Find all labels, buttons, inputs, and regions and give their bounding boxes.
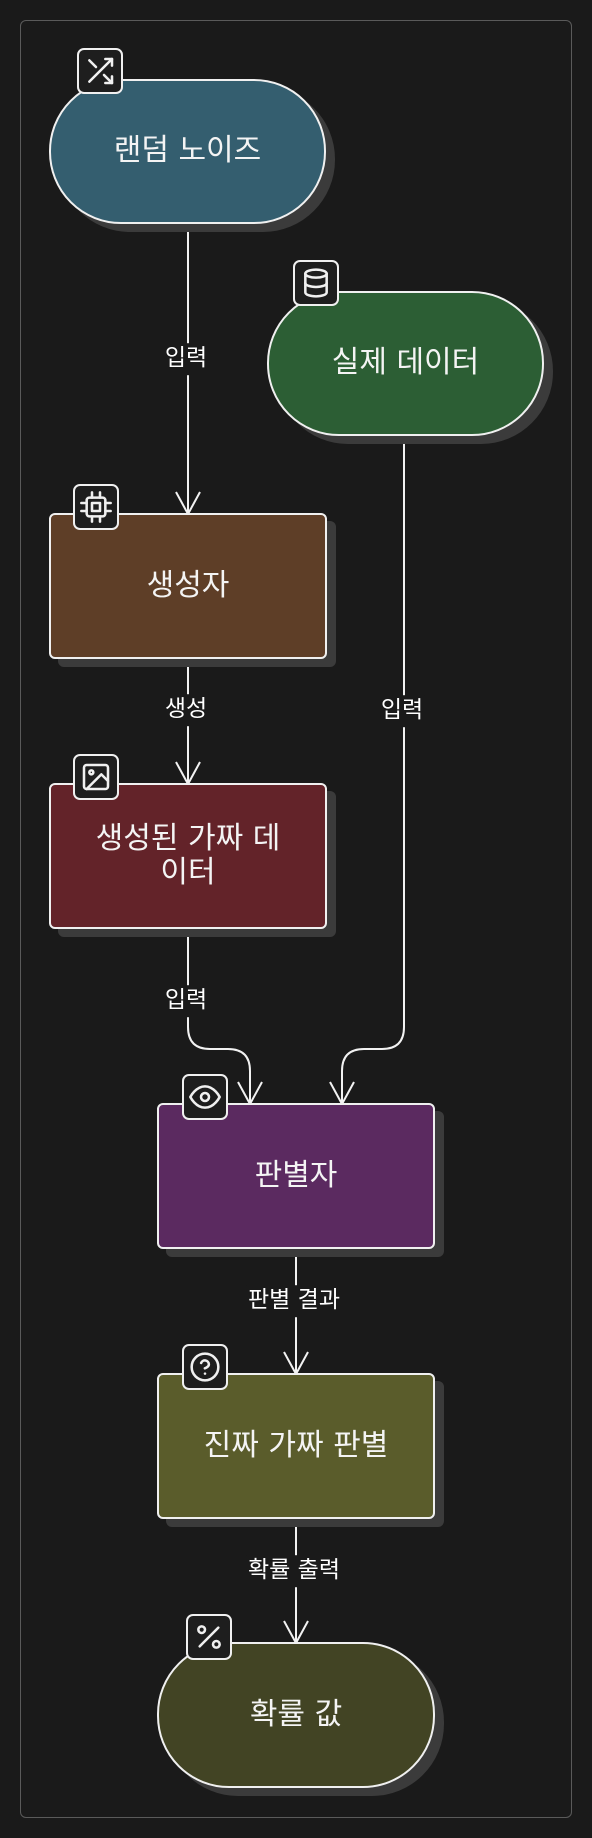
image-icon: [73, 754, 119, 800]
node-generator-label: 생성자: [146, 567, 230, 603]
edge-label-judge-prob: 확률 출력: [246, 1555, 342, 1587]
cpu-icon: [73, 484, 119, 530]
edge-label-generator-fake: 생성: [162, 694, 210, 726]
node-generator[interactable]: 생성자: [49, 513, 327, 659]
edge-label-noise-generator: 입력: [162, 343, 210, 375]
node-generated-fake-data[interactable]: 생성된 가짜 데 이터: [49, 783, 327, 929]
edge-real-discriminator: [341, 440, 405, 1104]
node-discriminator[interactable]: 판별자: [157, 1103, 435, 1249]
help-circle-icon: [182, 1344, 228, 1390]
node-random-noise-label: 랜덤 노이즈: [113, 133, 262, 169]
node-probability-value-label: 확률 값: [249, 1696, 343, 1732]
node-generated-fake-data-label: 생성된 가짜 데 이터: [95, 820, 281, 890]
edge-label-real-discriminator: 입력: [378, 695, 426, 727]
edge-label-fake-discriminator: 입력: [162, 985, 210, 1017]
percent-icon: [186, 1614, 232, 1660]
shuffle-icon: [77, 48, 123, 94]
eye-icon: [182, 1074, 228, 1120]
node-real-fake-judge[interactable]: 진짜 가짜 판별: [157, 1373, 435, 1519]
database-icon: [293, 260, 339, 306]
node-discriminator-label: 판별자: [254, 1157, 338, 1193]
node-random-noise[interactable]: 랜덤 노이즈: [49, 79, 326, 224]
node-probability-value[interactable]: 확률 값: [157, 1642, 435, 1788]
node-real-data[interactable]: 실제 데이터: [267, 291, 544, 436]
edge-label-discriminator-judge: 판별 결과: [246, 1285, 342, 1317]
node-real-fake-judge-label: 진짜 가짜 판별: [203, 1427, 389, 1463]
edge-fake-discriminator: [187, 930, 251, 1104]
node-real-data-label: 실제 데이터: [331, 345, 480, 381]
diagram-frame: [20, 20, 572, 1818]
